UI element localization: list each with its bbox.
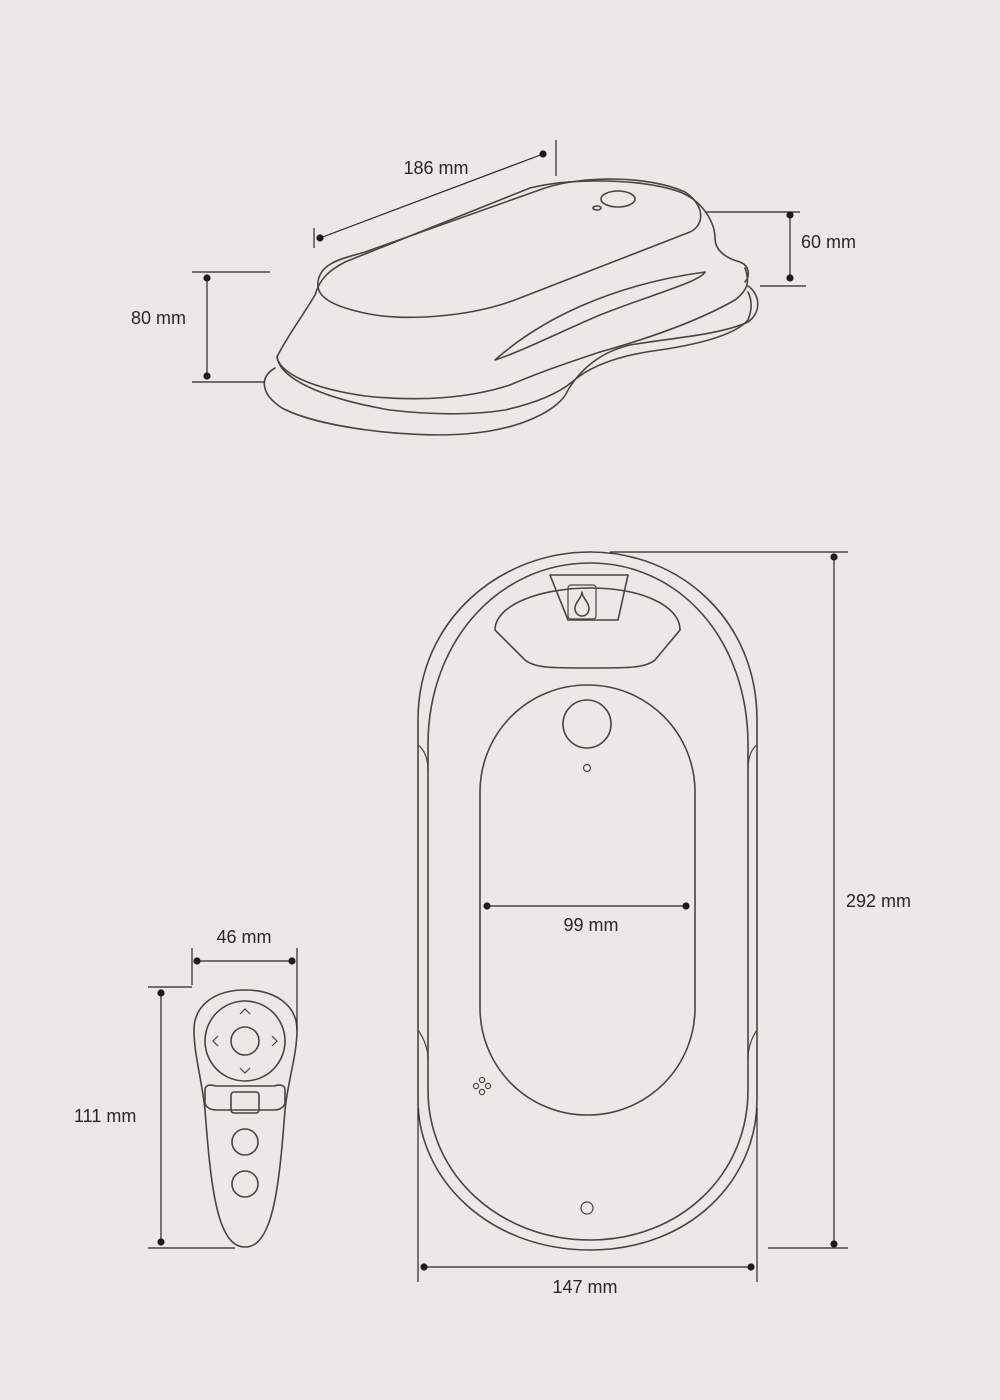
remote-left-arrow-icon xyxy=(212,1035,219,1047)
top-seam xyxy=(417,1029,429,1061)
side-middle-layer xyxy=(276,291,752,415)
dim-label-80: 80 mm xyxy=(131,308,186,328)
side-base-pad xyxy=(263,285,759,436)
dim-dot xyxy=(682,902,690,910)
water-drop-icon xyxy=(574,591,590,617)
remote-control: 46 mm 111 mm xyxy=(74,927,298,1249)
remote-body xyxy=(193,989,298,1248)
water-drop-frame xyxy=(567,584,597,620)
dim-label-46: 46 mm xyxy=(216,927,271,947)
dim-dot xyxy=(157,1238,165,1246)
bottom-hole-icon xyxy=(580,1201,594,1215)
side-indicator-hole-icon xyxy=(592,205,602,211)
dim-dot xyxy=(830,553,838,561)
remote-ok-button-icon xyxy=(230,1026,260,1056)
side-top-panel xyxy=(317,178,702,319)
top-seam xyxy=(417,744,429,771)
top-seam xyxy=(747,744,758,771)
remote-dpad-ring xyxy=(204,1000,286,1082)
dim-dot xyxy=(203,372,211,380)
dim-dot xyxy=(288,957,296,965)
water-cap xyxy=(549,574,629,621)
remote-up-arrow-icon xyxy=(239,1008,251,1015)
dim-dot xyxy=(157,989,165,997)
dim-dot xyxy=(316,234,324,242)
dim-dot xyxy=(420,1263,428,1271)
robot-side-view: 186 mm 60 mm 80 mm xyxy=(131,140,856,436)
dim-dot xyxy=(539,150,547,158)
remote-button-b-icon xyxy=(231,1170,259,1198)
remote-right-arrow-icon xyxy=(271,1035,278,1047)
dim-label-292: 292 mm xyxy=(846,891,911,911)
robot-top-view: 99 mm 292 mm 147 mm xyxy=(417,551,911,1297)
water-tank-window xyxy=(494,587,681,669)
top-outer-shell xyxy=(417,551,758,1251)
side-body-shell xyxy=(276,180,750,358)
dim-dot xyxy=(830,1240,838,1248)
dim-label-60: 60 mm xyxy=(801,232,856,252)
dim-label-111: 111 mm xyxy=(74,1106,136,1126)
top-power-button-icon xyxy=(562,699,612,749)
top-indicator-icon xyxy=(582,763,592,773)
remote-function-bar xyxy=(204,1084,286,1111)
dim-dot xyxy=(747,1263,755,1271)
dim-line-186 xyxy=(319,153,544,239)
remote-button-a-icon xyxy=(231,1128,259,1156)
speaker-holes-icon xyxy=(472,1076,492,1096)
top-inner-shell xyxy=(427,562,749,1241)
side-accent-stripe xyxy=(494,271,706,361)
top-seam xyxy=(747,1029,758,1061)
dim-dot xyxy=(203,274,211,282)
pad-area xyxy=(479,684,696,1116)
dim-label-186: 186 mm xyxy=(403,158,468,178)
dim-label-99: 99 mm xyxy=(563,915,618,935)
side-body-edge xyxy=(276,267,749,400)
dim-dot xyxy=(193,957,201,965)
dim-dot xyxy=(786,274,794,282)
side-power-button-icon xyxy=(600,190,636,208)
dim-dot xyxy=(483,902,491,910)
dim-label-147: 147 mm xyxy=(552,1277,617,1297)
remote-down-arrow-icon xyxy=(239,1067,251,1074)
dim-dot xyxy=(786,211,794,219)
remote-middle-button xyxy=(230,1091,260,1114)
